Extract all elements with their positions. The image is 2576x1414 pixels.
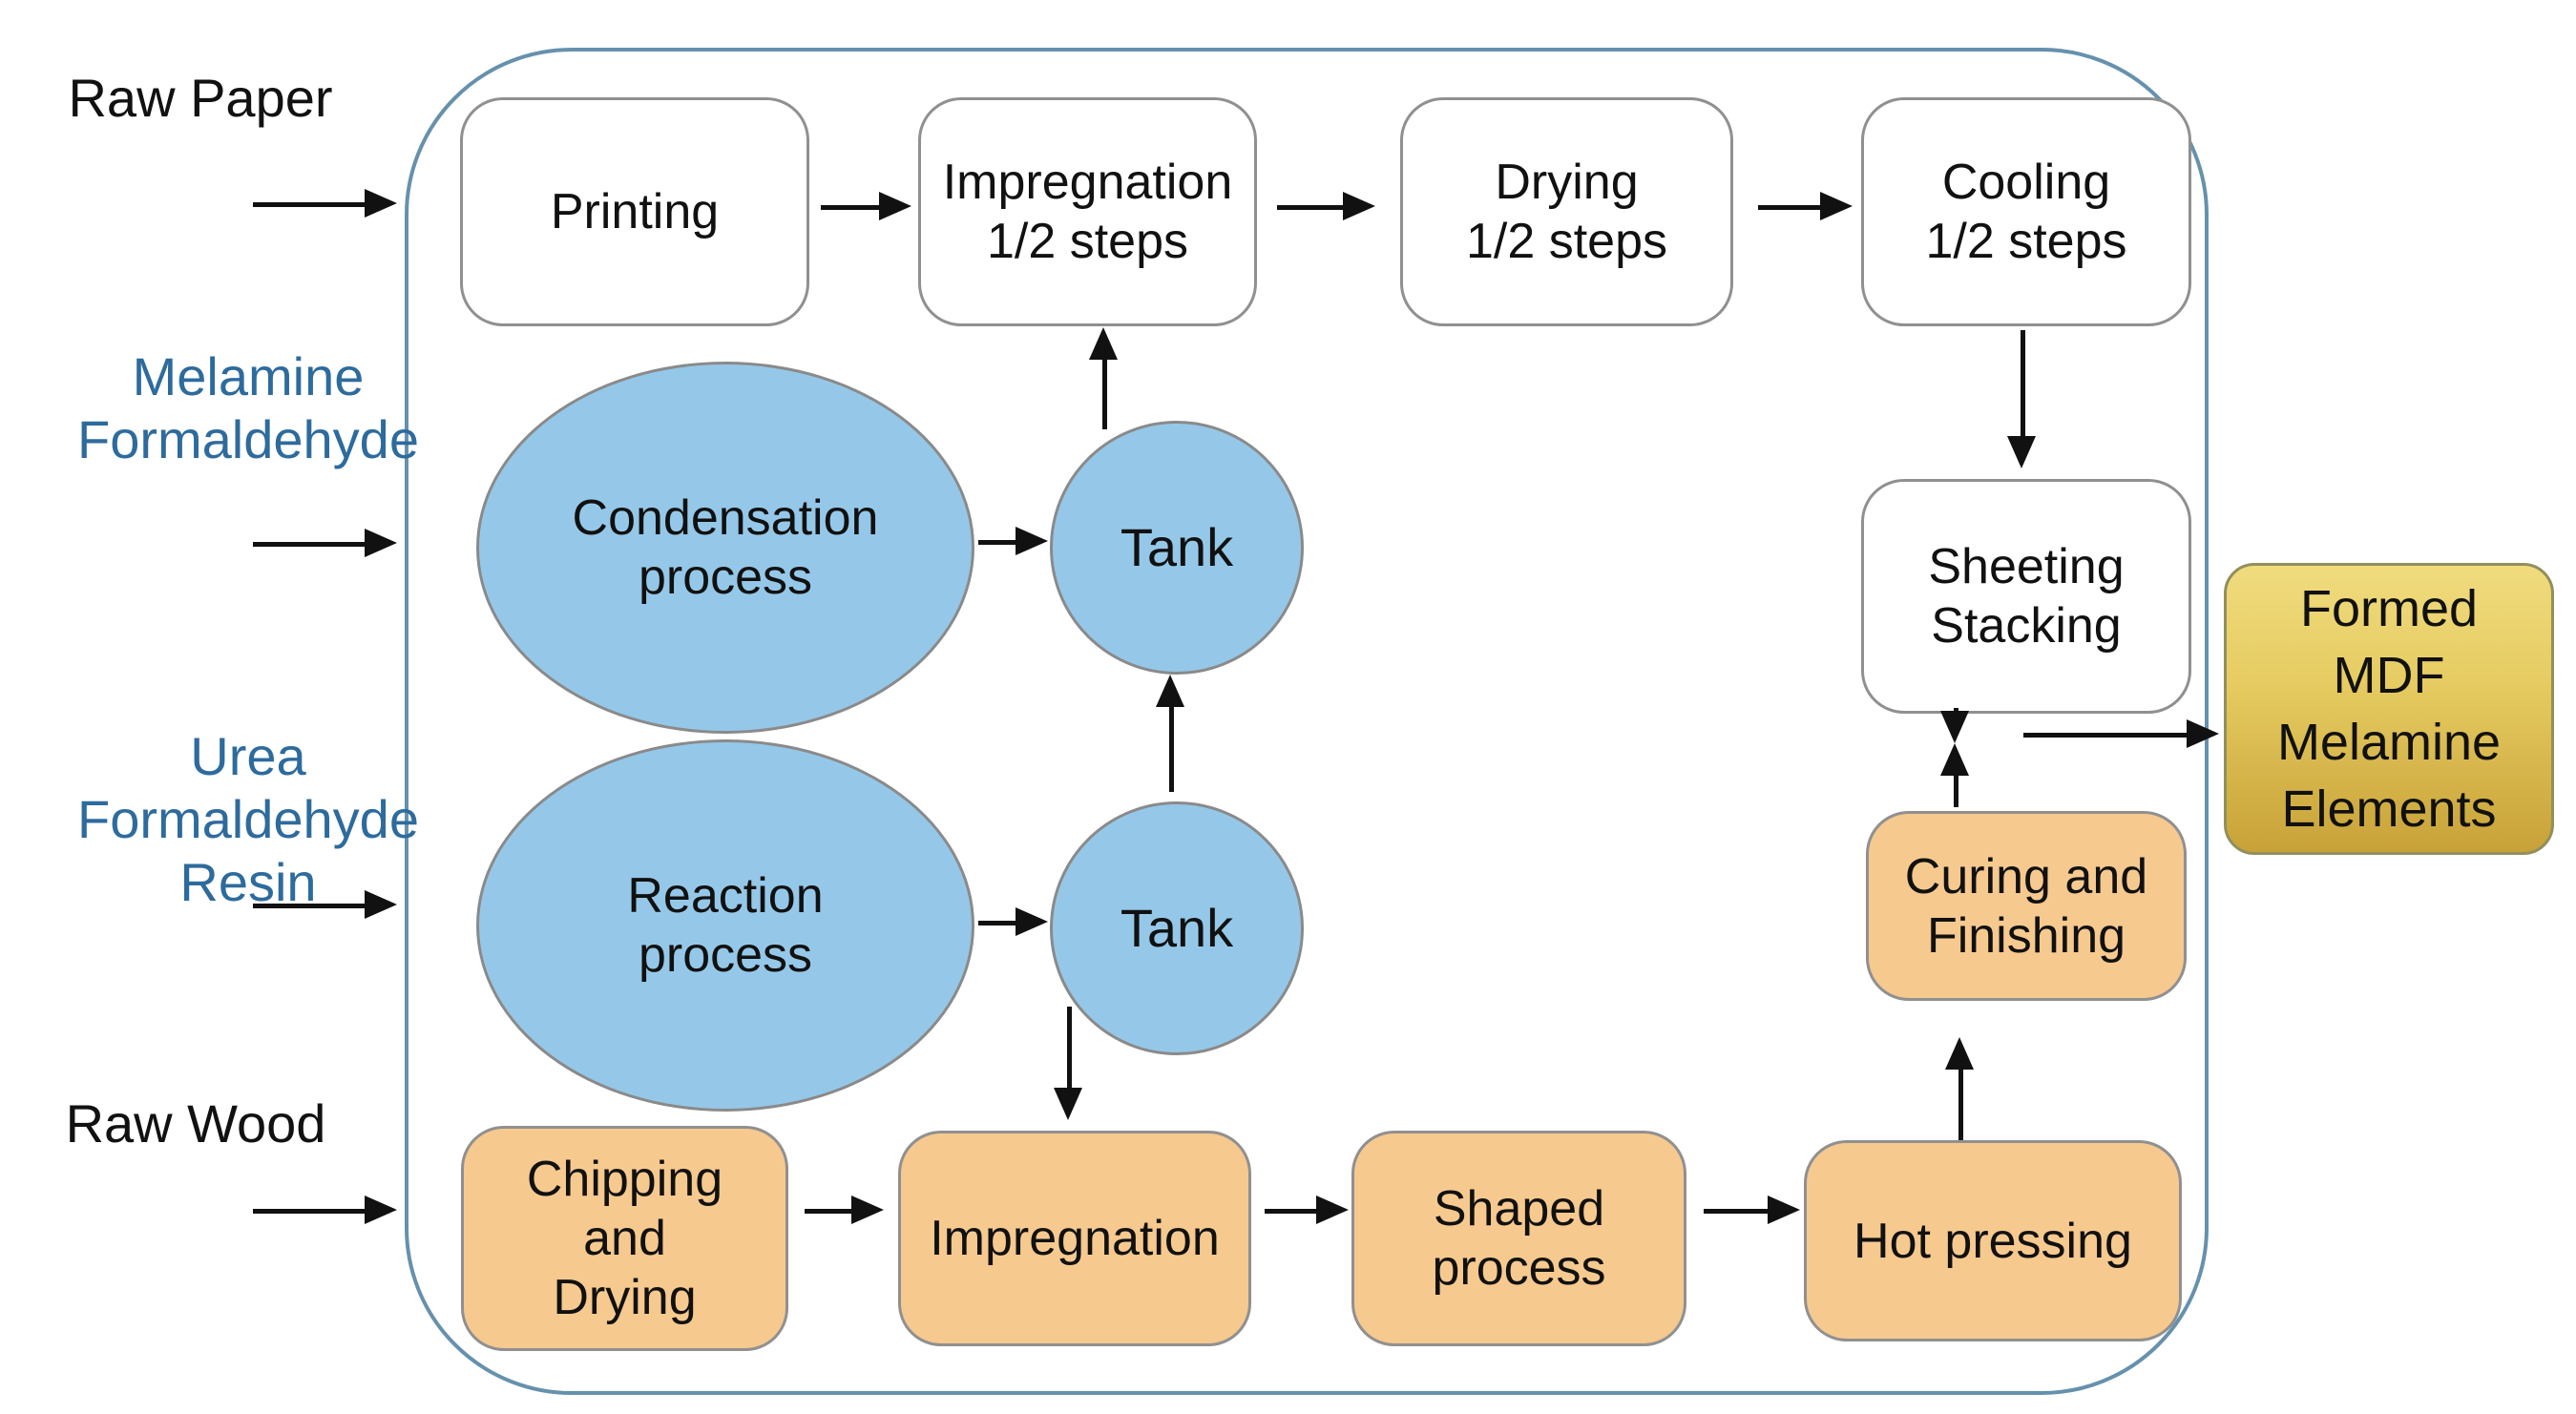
arrow-curing-to-junction xyxy=(1940,743,1969,807)
arrow-condensation-to-tank xyxy=(978,527,1048,555)
label-urea-formaldehyde-resin: Urea Formaldehyde Resin xyxy=(77,726,419,912)
node-tank-top: Tank xyxy=(1050,421,1304,675)
arrow-tank-bottom-to-tank-top xyxy=(1156,675,1184,792)
node-drying-steps: Drying 1/2 steps xyxy=(1400,97,1733,326)
arrow-tank-to-impregnation-steps xyxy=(1089,327,1118,429)
node-sheeting-stacking: Sheeting Stacking xyxy=(1861,479,2191,714)
arrow-shaped-to-hot-pressing xyxy=(1704,1196,1800,1224)
arrow-drying-to-cooling xyxy=(1758,192,1853,220)
node-impregnation-steps: Impregnation 1/2 steps xyxy=(918,97,1257,326)
arrow-urea-in xyxy=(253,890,397,919)
arrow-tank-to-impregnation-wood xyxy=(1054,1007,1082,1120)
node-reaction-process: Reaction process xyxy=(476,739,974,1112)
label-raw-wood: Raw Wood xyxy=(65,1093,326,1154)
arrow-printing-to-impregnation-steps xyxy=(821,192,911,220)
node-tank-bottom: Tank xyxy=(1050,801,1304,1055)
arrow-impregnation-to-drying xyxy=(1277,192,1375,220)
node-cooling-steps: Cooling 1/2 steps xyxy=(1861,97,2191,326)
node-formed-mdf-output: Formed MDF Melamine Elements xyxy=(2224,563,2554,855)
label-raw-paper: Raw Paper xyxy=(68,68,333,128)
node-printing: Printing xyxy=(460,97,809,326)
arrow-reaction-to-tank xyxy=(978,907,1048,936)
arrow-cooling-to-sheeting xyxy=(2007,330,2036,468)
node-impregnation-wood: Impregnation xyxy=(898,1131,1251,1346)
arrow-hot-pressing-to-curing xyxy=(1945,1037,1974,1141)
node-shaped-process: Shaped process xyxy=(1351,1131,1686,1346)
arrow-raw-wood-in xyxy=(253,1196,397,1224)
node-chipping-drying: Chipping and Drying xyxy=(461,1126,788,1351)
node-hot-pressing: Hot pressing xyxy=(1804,1140,2182,1341)
arrow-sheeting-to-junction xyxy=(1940,708,1969,743)
arrow-melamine-in xyxy=(253,529,397,557)
arrow-impregnation-to-shaped xyxy=(1265,1196,1349,1224)
label-melamine-formaldehyde: Melamine Formaldehyde xyxy=(77,346,419,469)
node-curing-finishing: Curing and Finishing xyxy=(1866,811,2187,1001)
arrow-junction-to-output xyxy=(2023,719,2219,748)
arrow-chipping-to-impregnation-wood xyxy=(805,1196,884,1224)
arrow-raw-paper-in xyxy=(253,189,397,218)
node-condensation-process: Condensation process xyxy=(476,362,974,734)
